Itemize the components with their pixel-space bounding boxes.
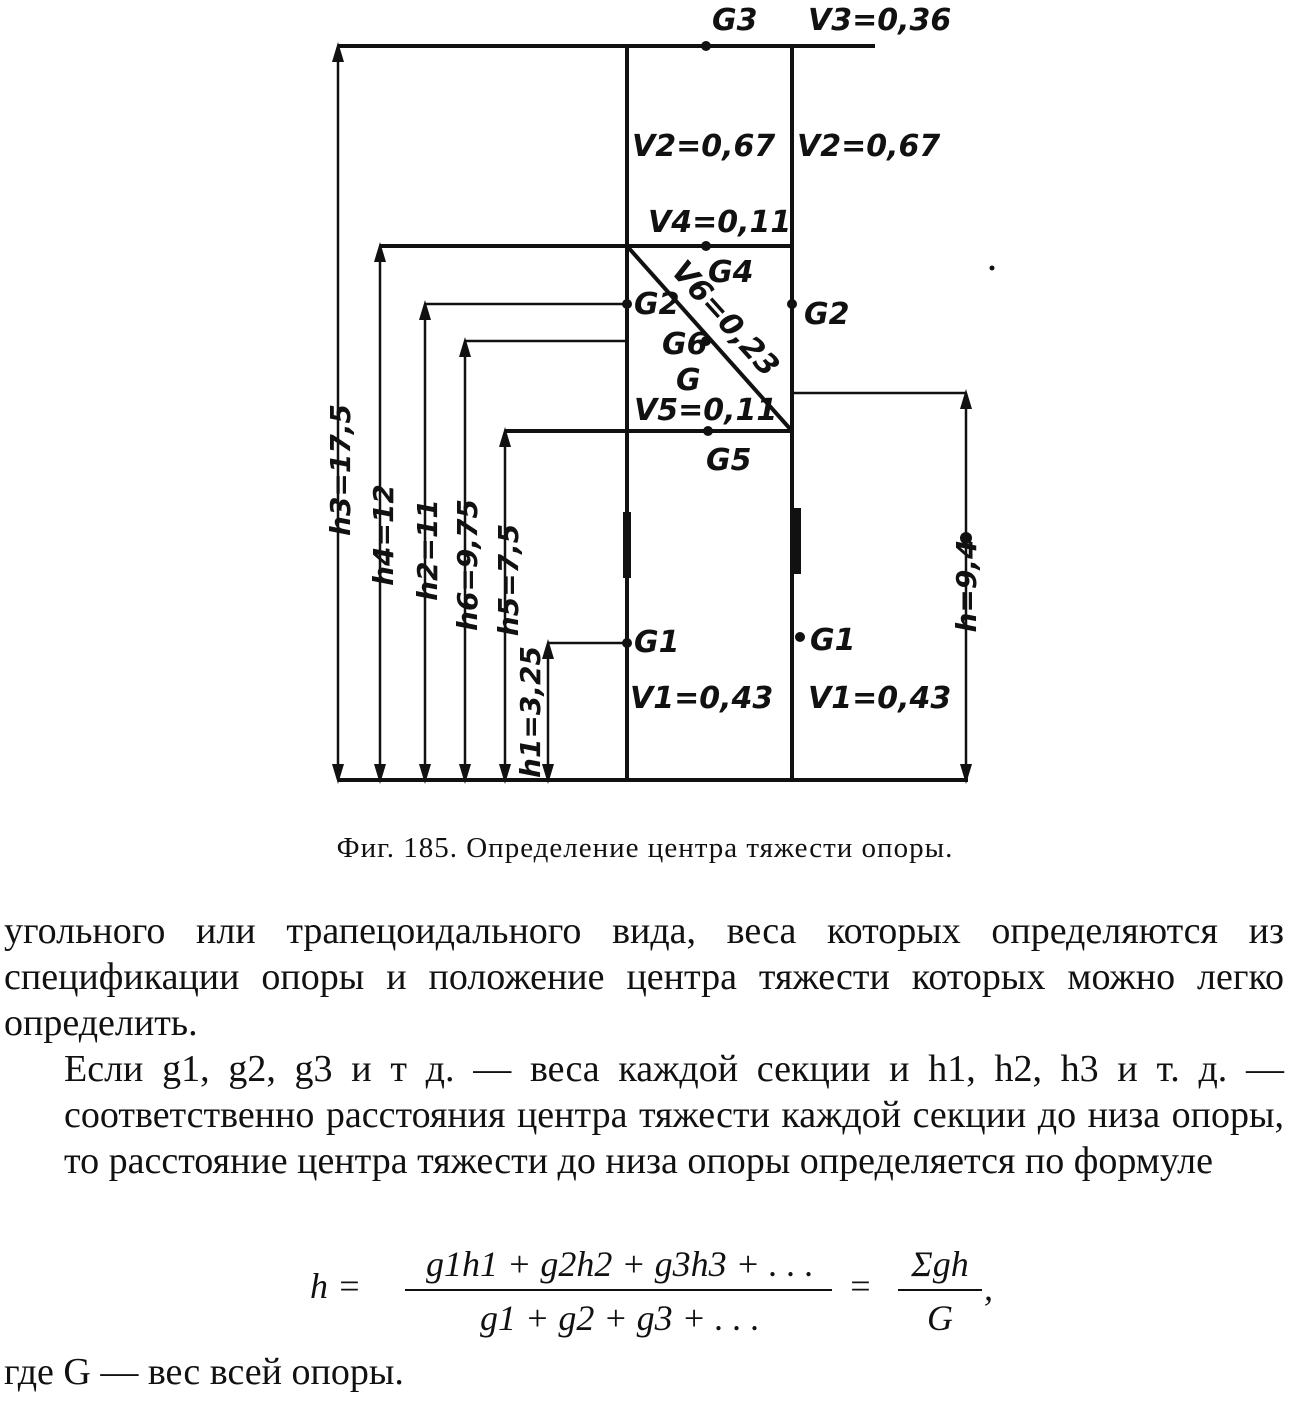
label-v1-right: V1=0,43 [808,681,951,716]
label-v4: V4=0,11 [648,205,791,240]
label-v3: V3=0,36 [808,3,951,38]
formula: h = g1h1 + g2h2 + g3h3 + . . . g1 + g2 +… [310,1244,993,1338]
label-g5: G5 [706,443,752,478]
label-h6: h6=9,75 [451,499,484,631]
label-g3: G3 [712,3,758,38]
label-g1-left: G1 [634,625,680,660]
label-h1: h1=3,25 [514,646,547,778]
formula-eq: = [848,1266,872,1306]
dot-g2-left [622,299,632,309]
label-v2-left: V2=0,67 [632,129,775,164]
label-g2-right: G2 [804,297,850,332]
label-v1-left: V1=0,43 [630,681,773,716]
figure-caption: Фиг. 185. Определение центра тяжести опо… [336,832,954,864]
paragraph-1: угольного или трапецоидального вида, вес… [4,910,1284,1044]
label-h3: h3=17,5 [324,404,357,536]
label-h: h=9,4 [950,540,983,633]
label-g: G [676,363,701,398]
label-h2: h2=11 [411,499,444,601]
rod-thickening [623,508,801,578]
label-g4: G4 [708,255,754,290]
label-h5: h5=7,5 [492,524,525,636]
dot-g4 [701,241,711,251]
leader-lines [425,302,966,645]
final-line: где G — вес всей опоры. [4,1351,404,1393]
label-g2-left: G2 [634,287,680,322]
dimension-arrows [332,42,972,784]
label-v5: V5=0,11 [634,393,777,428]
formula-lhs: h = [310,1266,361,1306]
dot-g1-right [795,632,805,642]
support-diagram: G3 V3=0,36 V2=0,67 V2=0,67 V4=0,11 G4 V6… [324,3,995,784]
formula-denominator: g1 + g2 + g3 + . . . [480,1298,760,1338]
paragraph-2: Если g1, g2, g3 и т д. — веса каждой сек… [64,1048,1284,1182]
dot-g1-left [622,638,632,648]
dot-g6 [701,336,711,346]
formula-numerator: g1h1 + g2h2 + g3h3 + . . . [426,1244,814,1284]
speck [989,265,995,271]
dot-g5 [703,426,713,436]
formula-comma: , [984,1268,993,1308]
label-h4: h4=12 [367,484,400,586]
centroid-dots [622,41,995,648]
formula-rhs-den: G [927,1298,953,1338]
formula-rhs-num: Σgh [910,1244,968,1284]
label-v2-right: V2=0,67 [797,129,940,164]
label-g1-right: G1 [810,623,856,658]
dot-h-mark [960,532,972,544]
dot-g3 [701,41,711,51]
label-g6: G6 [662,327,708,362]
dot-g2-right [787,299,797,309]
